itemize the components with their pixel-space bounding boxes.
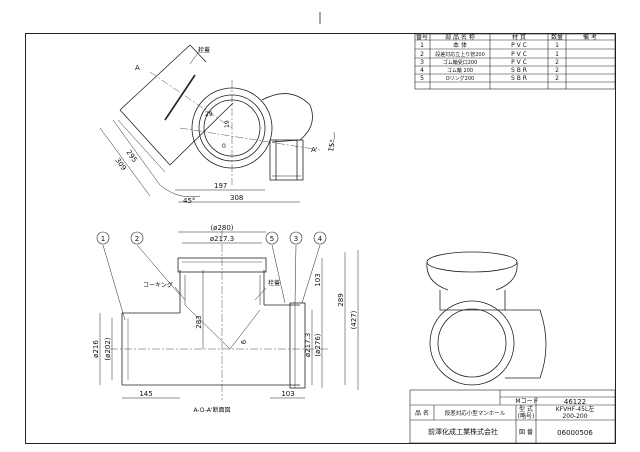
model-value-1: KFVHF-45L左 <box>556 405 595 413</box>
th-name: 部 品 名 称 <box>445 33 475 41</box>
dim-217-top: ø217.3 <box>210 235 234 243</box>
balloon-3-label: 3 <box>294 235 298 243</box>
plan-dim-0: 0 <box>222 143 226 150</box>
dim-202: (ø202) <box>104 337 112 360</box>
plan-dim-29: 29 <box>205 111 213 118</box>
balloon-3 <box>289 231 303 245</box>
model-label-2: (略号) <box>518 412 535 420</box>
drawing-no-label: 図 番 <box>519 429 533 436</box>
name-value: 段差対応小型マンホール <box>445 409 506 417</box>
plan-outlet-pipe <box>269 139 304 181</box>
label-caulking: コーキング <box>143 281 173 289</box>
dim-103-top: 103 <box>314 273 322 286</box>
row5-qty: 2 <box>555 75 559 82</box>
row3-no: 3 <box>420 59 424 66</box>
dim-289: 289 <box>337 293 345 306</box>
balloon-5-label: 5 <box>270 235 274 243</box>
row2-name: 段差対応立上り管200 <box>435 51 485 58</box>
dim-217-right: ø217.3 <box>304 333 312 357</box>
th-material: 材 質 <box>512 33 526 41</box>
title-block <box>409 389 616 444</box>
dim-280: (ø280) <box>210 224 233 232</box>
balloon-2 <box>130 231 144 245</box>
title-block-text: Mコード 46122 品 名 段差対応小型マンホール 型 式 (略号) KFVH… <box>415 398 594 437</box>
drawing-frame <box>25 33 616 444</box>
plan-view <box>99 44 335 203</box>
row1-material: P V C <box>511 42 527 49</box>
balloon-2-label: 2 <box>135 235 139 243</box>
mcode-label: Mコード <box>515 398 538 405</box>
section-balloons <box>96 231 327 245</box>
section-caption: A-O-A'断面図 <box>194 406 231 414</box>
plan-label-plug: 栓蓋 <box>198 46 210 54</box>
row3-name: ゴム輪受口200 <box>443 59 478 66</box>
mcode-value: 46122 <box>564 398 586 406</box>
row4-name: ゴム輪 200 <box>447 67 473 74</box>
row2-no: 2 <box>420 51 424 58</box>
row3-qty: 2 <box>555 59 559 66</box>
row5-name: Oリング200 <box>446 75 474 82</box>
parts-table <box>414 33 616 90</box>
th-no: 番号 <box>416 34 428 41</box>
dim-145: 145 <box>139 390 152 398</box>
balloon-1 <box>96 231 110 245</box>
label-plug: 栓蓋 <box>268 279 280 287</box>
balloon-1-label: 1 <box>101 235 105 243</box>
section-view-text: 1 2 5 3 4 コーキング 栓蓋 (ø280) ø217.3 103 289… <box>92 224 358 414</box>
row1-name: 本 体 <box>453 41 467 49</box>
row2-material: P V C <box>511 51 527 58</box>
model-value-2: 200-200 <box>562 413 587 420</box>
th-note: 備 考 <box>583 33 597 41</box>
dim-283: 283 <box>195 315 203 328</box>
name-label: 品 名 <box>415 409 429 417</box>
drawing-no-value: 06000506 <box>557 429 593 437</box>
plan-label-a: A <box>135 64 140 72</box>
row4-qty: 2 <box>555 67 559 74</box>
row5-no: 5 <box>420 75 424 82</box>
row5-material: S B R <box>511 75 527 82</box>
dim-427: (427) <box>350 310 358 329</box>
row1-qty: 1 <box>555 42 559 49</box>
row1-no: 1 <box>420 42 424 49</box>
plan-angle-45: 45° <box>183 197 195 205</box>
balloon-4 <box>313 231 327 245</box>
isometric-view <box>426 251 547 386</box>
plan-label-a-prime: A' <box>311 146 318 154</box>
plan-angle-15: 15° <box>327 139 337 153</box>
company-name: 前澤化成工業株式会社 <box>428 427 498 436</box>
row2-qty: 1 <box>555 51 559 58</box>
th-qty: 数量 <box>551 33 563 41</box>
row3-material: P V C <box>511 59 527 66</box>
plan-inlet-pipe <box>117 44 234 173</box>
balloon-4-label: 4 <box>318 235 323 243</box>
balloon-5 <box>265 231 279 245</box>
row4-no: 4 <box>420 67 424 74</box>
plan-dim-197: 197 <box>214 182 227 190</box>
row4-material: S B R <box>511 67 527 74</box>
section-view <box>99 230 359 400</box>
model-label-1: 型 式 <box>519 405 533 413</box>
plan-right-socket <box>261 93 313 143</box>
parts-table-text: 番号 部 品 名 称 材 質 数量 備 考 1 本 体 P V C 1 2 段差… <box>416 33 597 82</box>
dim-103-bottom: 103 <box>281 390 294 398</box>
dim-216: ø216 <box>92 340 100 358</box>
dim-276: (ø276) <box>314 333 322 356</box>
plan-dim-19: 19 <box>224 120 231 128</box>
plan-dim-308: 308 <box>230 194 243 202</box>
dim-6: 6 <box>240 339 248 344</box>
